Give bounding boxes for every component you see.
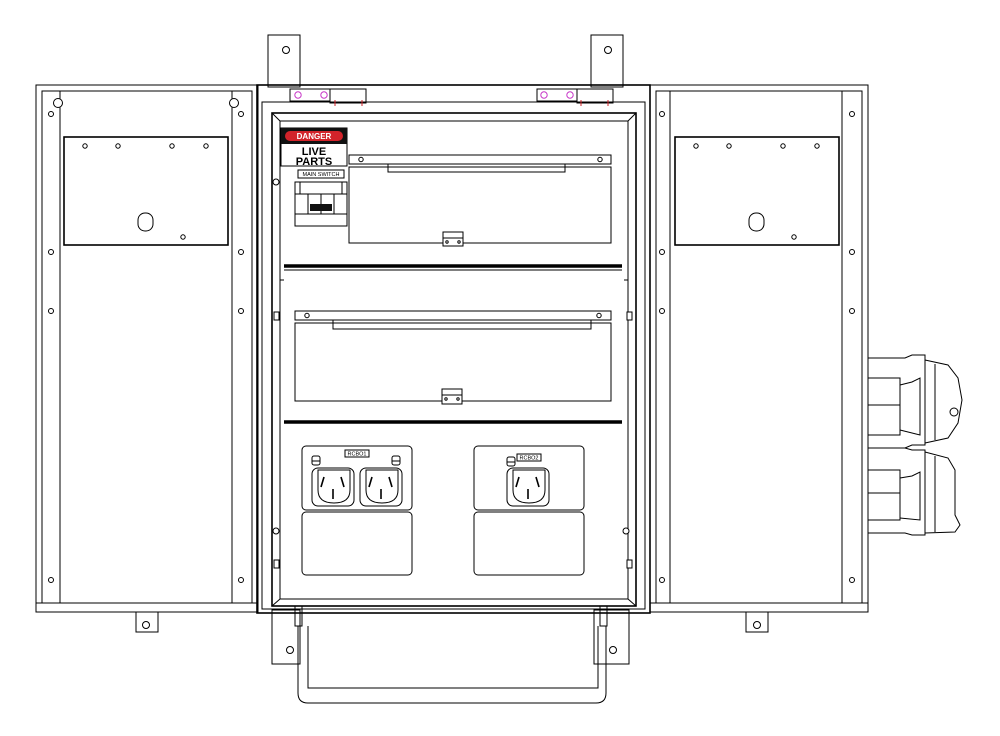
breaker-chassis-top <box>348 154 612 247</box>
top-mounting-tabs <box>267 34 624 88</box>
danger-label: DANGER LIVE PARTS <box>280 127 348 168</box>
top-hinges <box>289 88 614 106</box>
gpo-outlet-1 <box>311 467 355 507</box>
gpo-outlet-3 <box>506 467 550 507</box>
main-switch: MAIN SWITCH <box>294 169 348 227</box>
rcbo1-label: RCBO1 <box>348 452 367 458</box>
main-switch-label: MAIN SWITCH <box>303 172 340 178</box>
parts-text: PARTS <box>296 156 332 168</box>
rcbo2-label: RCBO2 <box>520 456 539 462</box>
left-door-screws <box>48 111 244 583</box>
right-door-screws <box>659 111 855 583</box>
side-hinge-marks <box>272 178 633 569</box>
breaker-chassis-bottom <box>294 310 612 405</box>
rcbo1-outlet-module: RCBO1 <box>301 445 413 576</box>
live-text: LIVE <box>302 146 326 158</box>
side-connectors <box>868 354 963 536</box>
gpo-outlet-2 <box>359 467 403 507</box>
bottom-stand <box>271 605 630 704</box>
rcbo2-outlet-module: RCBO2 <box>473 445 585 576</box>
right-door <box>649 84 869 633</box>
main-enclosure <box>256 84 651 614</box>
left-door <box>35 84 259 633</box>
danger-text: DANGER <box>297 132 332 141</box>
